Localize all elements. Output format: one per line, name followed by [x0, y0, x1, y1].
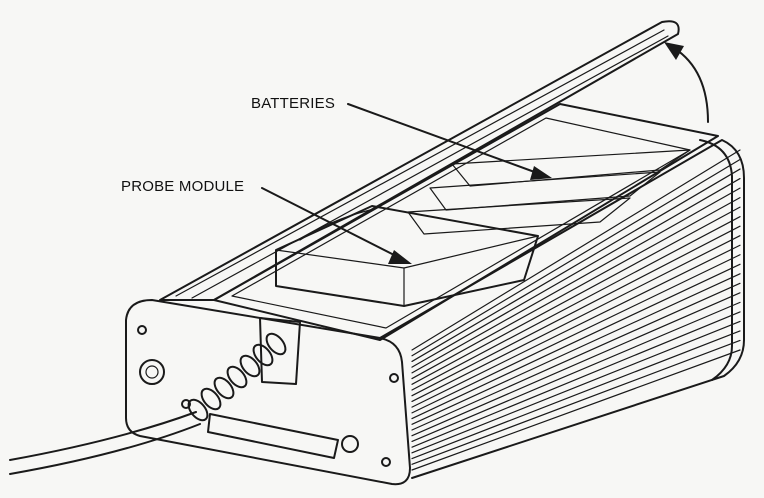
rib-line [411, 263, 741, 420]
rib-line [411, 197, 741, 380]
rib-line [411, 216, 741, 391]
rib-line [411, 292, 741, 437]
coil-ring [252, 343, 274, 367]
lid-open-arrow [664, 42, 709, 123]
rib-line [411, 320, 741, 454]
side-ribs [411, 149, 741, 471]
screw-icon [181, 399, 191, 409]
rib-line [411, 158, 741, 357]
d-sub-connector-icon [207, 413, 339, 459]
rib-line [411, 273, 741, 425]
rib-line [411, 339, 741, 465]
screw-icon [137, 325, 147, 335]
screw-icon [381, 457, 391, 467]
rib-line [411, 225, 741, 397]
batteries-label: BATTERIES [251, 95, 335, 112]
coil-ring [213, 376, 235, 400]
rib-line [411, 301, 741, 443]
batteries-leader-arrow [347, 103, 552, 180]
round-connector-icon [139, 359, 165, 385]
rib-line [411, 177, 741, 368]
probe-cable [9, 332, 287, 475]
probe-module-leader-arrow [261, 187, 412, 264]
housing-body [125, 103, 745, 486]
rib-line [411, 254, 741, 414]
rib-line [411, 349, 741, 471]
probe-module-label: PROBE MODULE [121, 178, 244, 195]
coil-ring [226, 365, 248, 389]
rib-line [411, 235, 741, 403]
interior-compartment [231, 117, 691, 329]
coil-ring [187, 398, 209, 422]
rib-line [411, 311, 741, 448]
front-panel-hardware [137, 317, 399, 467]
rib-line [411, 149, 741, 351]
rib-line [411, 330, 741, 460]
rib-line [411, 168, 741, 363]
screw-icon [389, 373, 399, 383]
strain-relief-coils [187, 332, 287, 422]
coil-ring [265, 332, 287, 356]
rib-line [411, 282, 741, 431]
rib-line [411, 187, 741, 374]
coil-ring [200, 387, 222, 411]
coil-ring [239, 354, 261, 378]
rib-line [411, 244, 741, 408]
rib-line [411, 206, 741, 385]
